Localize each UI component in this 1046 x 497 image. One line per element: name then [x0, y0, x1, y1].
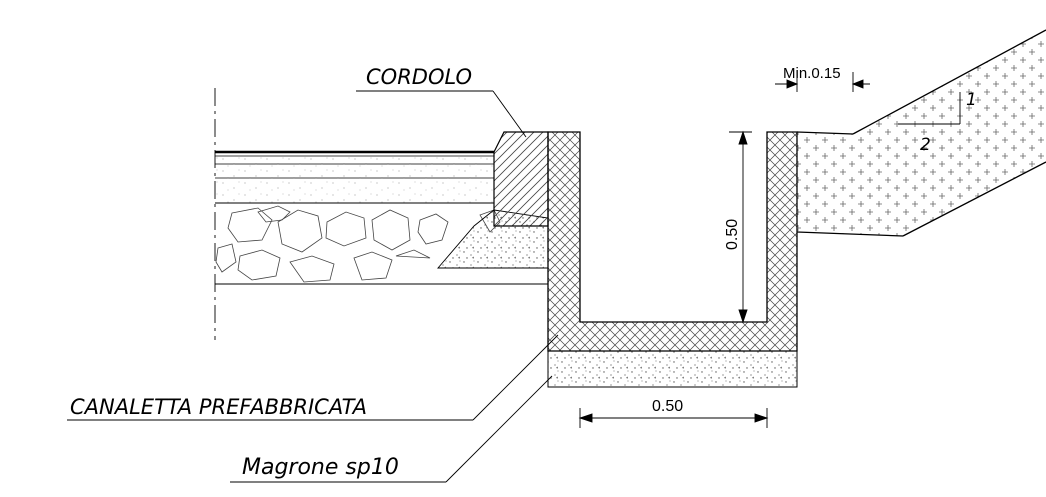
lean-concrete-layer [547, 350, 798, 388]
slope-indicator [898, 92, 961, 125]
road-pavement [215, 150, 494, 204]
slope-vertical-label: 1 [966, 90, 977, 110]
width-label: 0.50 [652, 398, 683, 415]
embankment-slope-line [852, 29, 1046, 135]
embankment-fill [797, 30, 1046, 236]
kerb [493, 131, 549, 227]
min-offset-dimension [775, 72, 870, 92]
gravel-subbase [215, 205, 548, 285]
canaletta-label: CANALETTA PREFABBRICATA [70, 395, 367, 419]
magrone-label: Magrone sp10 [242, 455, 399, 480]
canaletta-leader [67, 334, 559, 421]
prefab-channel [547, 131, 798, 352]
embankment-top-line [796, 131, 854, 135]
embankment-lower-slope [902, 161, 1046, 237]
min-offset-label: Min.0.15 [783, 65, 841, 82]
slope-horizontal-label: 2 [920, 135, 931, 155]
depth-label: 0.50 [724, 219, 741, 250]
embankment-bottom-line [796, 231, 904, 237]
depth-dimension [729, 130, 752, 324]
magrone-leader [230, 375, 553, 483]
cordolo-leader [356, 90, 527, 138]
cordolo-label: CORDOLO [366, 65, 472, 89]
width-dimension [578, 408, 769, 428]
